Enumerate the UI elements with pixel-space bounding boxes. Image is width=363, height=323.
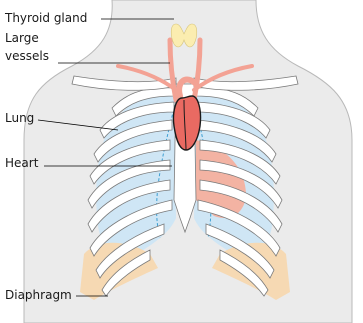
- label-lung: Lung: [5, 111, 34, 126]
- label-heart: Heart: [5, 156, 38, 171]
- label-diaphragm: Diaphragm: [5, 288, 72, 303]
- label-large-vessels-line2: vessels: [5, 49, 49, 64]
- label-thyroid-gland: Thyroid gland: [5, 11, 87, 26]
- label-large-vessels-line1: Large: [5, 31, 39, 46]
